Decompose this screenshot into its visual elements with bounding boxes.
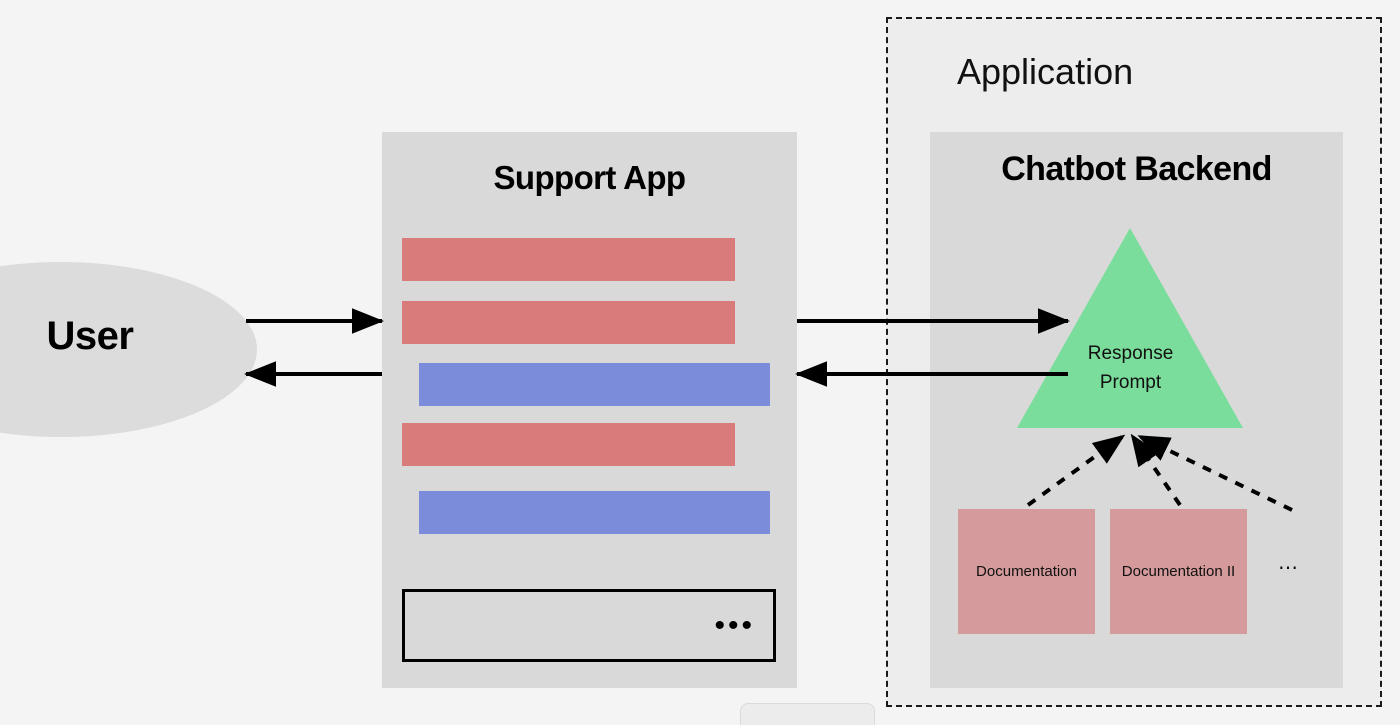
chat-message-5 (419, 491, 770, 534)
documentation-box-2-label: Documentation II (1121, 562, 1236, 580)
documentation-box-1-label: Documentation (976, 562, 1077, 580)
support-app-title: Support App (493, 159, 687, 196)
chat-message-2 (402, 301, 735, 344)
triangle-shape (1017, 228, 1243, 428)
response-prompt-label: Response Prompt (1017, 340, 1244, 397)
message-composer-input[interactable]: ••• (402, 589, 776, 662)
response-prompt-triangle (1017, 228, 1244, 428)
bottom-partial-card (740, 703, 875, 725)
chat-message-3 (419, 363, 770, 406)
application-label: Application (957, 51, 1134, 92)
chatbot-backend-title: Chatbot Backend (1001, 150, 1272, 188)
documentation-box-1[interactable]: Documentation (958, 509, 1095, 634)
response-prompt-label-line2: Prompt (1099, 371, 1162, 393)
user-actor-label: User (46, 314, 134, 358)
documentation-overflow-ellipsis: ⋯ (1278, 557, 1300, 579)
documentation-box-2[interactable]: Documentation II (1110, 509, 1247, 634)
chat-message-1 (402, 238, 735, 281)
response-prompt-label-line1: Response (1087, 343, 1174, 364)
composer-ellipsis-icon: ••• (714, 608, 755, 642)
chat-message-4 (402, 423, 735, 466)
